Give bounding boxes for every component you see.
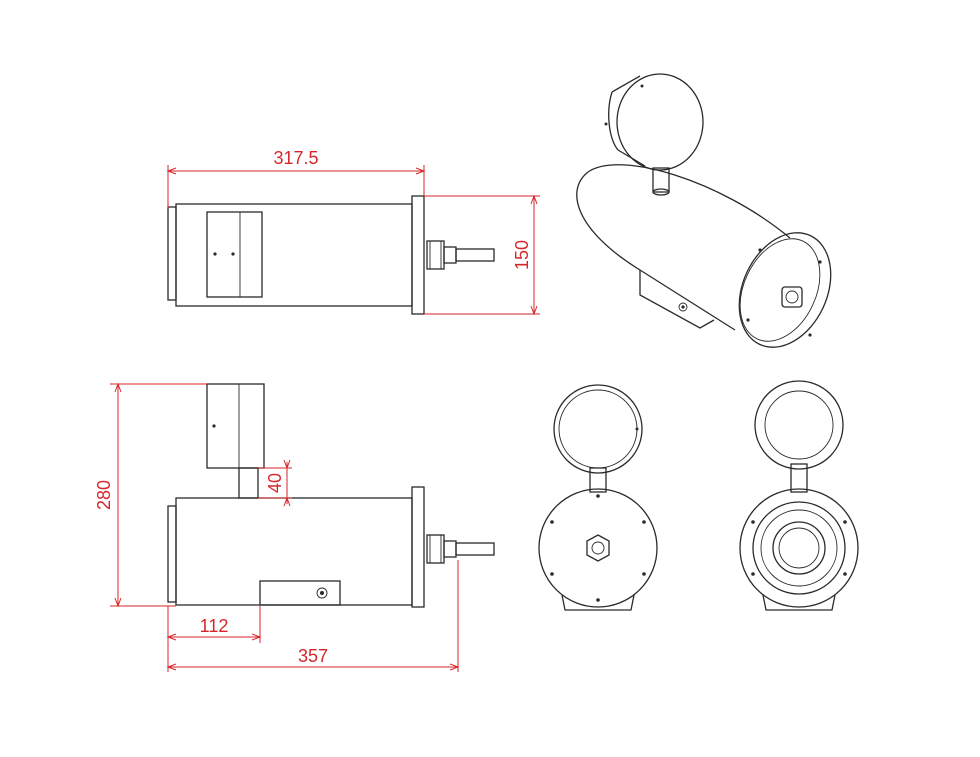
front-view xyxy=(167,383,495,608)
window-view-stem xyxy=(790,463,808,493)
front-view-sunshade xyxy=(206,383,265,469)
top-view-end-cap xyxy=(167,206,177,301)
top-view-cable xyxy=(455,248,495,262)
window-view-bracket xyxy=(762,594,836,611)
dimension-total-height-label: 280 xyxy=(94,480,114,510)
dimension-height-label: 150 xyxy=(512,240,532,270)
rear-view-sunshade-outer xyxy=(553,384,643,474)
dimension-stem-label: 40 xyxy=(265,473,285,493)
dimension-length-label: 317.5 xyxy=(273,148,318,168)
front-view-stem xyxy=(238,467,259,499)
iso-cable-gland xyxy=(781,286,803,308)
top-view-flange xyxy=(411,195,425,315)
top-view-sunshade xyxy=(206,211,263,298)
rear-view-bracket xyxy=(561,594,635,611)
window-view-ring-outer xyxy=(752,501,846,595)
top-view-dimensions: 317.5 150 xyxy=(166,148,540,316)
front-view-end-cap xyxy=(167,505,177,603)
front-view-dimensions: 280 40 112 357 xyxy=(94,382,460,672)
rear-view-stem xyxy=(589,467,607,493)
isometric-view xyxy=(576,73,832,348)
window-view-flange xyxy=(739,488,859,608)
iso-flange xyxy=(738,232,832,348)
front-view-bolt xyxy=(316,587,328,599)
window-view-glass xyxy=(772,521,826,575)
front-view-bracket xyxy=(259,580,341,606)
top-view xyxy=(167,195,495,315)
window-view-sunshade-outer xyxy=(754,380,844,470)
rear-view-flange xyxy=(538,488,658,608)
iso-stem xyxy=(652,167,670,193)
rear-view-gland-nut xyxy=(586,534,610,562)
iso-bracket xyxy=(639,270,715,329)
front-view-cable xyxy=(455,542,495,556)
front-view-flange xyxy=(411,486,425,608)
front-view-housing-body xyxy=(175,497,413,606)
window-view xyxy=(739,380,859,611)
dimension-total-length-label: 357 xyxy=(298,646,328,666)
top-view-housing-body xyxy=(175,203,413,307)
iso-sunshade-face xyxy=(616,73,704,171)
rear-view xyxy=(538,384,658,611)
dimension-bracket-offset-label: 112 xyxy=(200,616,229,636)
